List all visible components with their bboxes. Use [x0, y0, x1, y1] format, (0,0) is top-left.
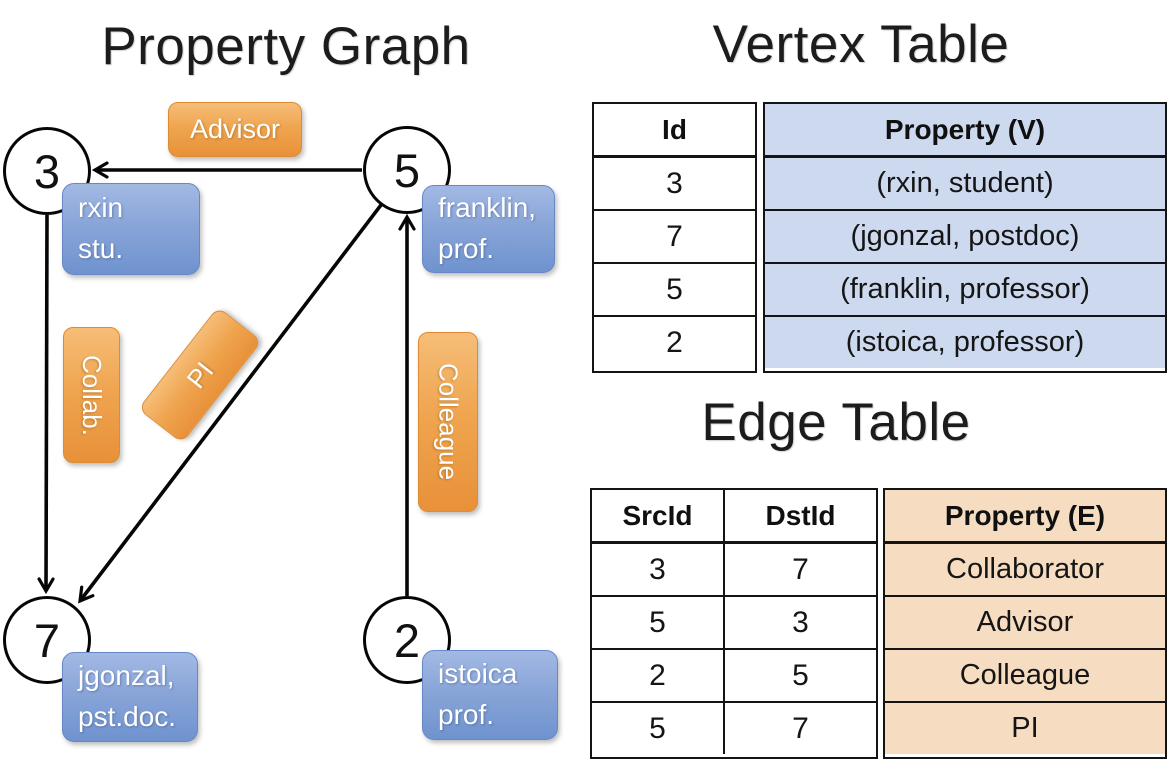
- node-id: 2: [393, 613, 421, 667]
- edge-table-cell: 3: [649, 552, 666, 586]
- edge-table-title: Edge Table: [701, 393, 971, 452]
- vertex-label-jgonzal: jgonzal, pst.doc.: [62, 652, 198, 742]
- graph-edges-layer: [37, 161, 416, 604]
- vertex-label-line: istoica: [438, 658, 518, 690]
- vertex-table-cell: 2: [594, 315, 755, 368]
- vertex-table-id-column: Id 3 7 5 2: [592, 102, 757, 373]
- edge-table-cell: Colleague: [885, 648, 1165, 701]
- edge-table-header-row: SrcId DstId: [592, 490, 876, 544]
- edge-table-cell: 5: [649, 605, 666, 639]
- edge-table-cell: Collaborator: [885, 544, 1165, 595]
- edge-table-header-property: Property (E): [885, 490, 1165, 544]
- vertex-label-line: pst.doc.: [78, 701, 177, 732]
- vertex-table-title: Vertex Table: [712, 15, 1010, 74]
- edge-table-cell: 7: [723, 703, 876, 754]
- vertex-label-line: stu.: [78, 233, 124, 264]
- vertex-label-line: prof.: [438, 233, 495, 264]
- graph-node-5: 5: [363, 126, 451, 214]
- edge-table-row: 5 3: [592, 595, 876, 648]
- graph-node-2: 2: [363, 596, 451, 684]
- edge-table-row: 2 5: [592, 648, 876, 701]
- vertex-table-cell: (franklin, professor): [765, 262, 1165, 315]
- edge-table-cell: 5: [723, 650, 876, 701]
- edge-label-colleague: Colleague: [418, 332, 478, 512]
- vertex-label-rxin: rxin stu.: [62, 183, 200, 275]
- edge-table-cell: PI: [885, 701, 1165, 754]
- vertex-table-cell: 3: [666, 166, 683, 200]
- edge-pi-line-5-to-7: [78, 203, 383, 604]
- edge-table-row: 5 7: [592, 701, 876, 754]
- vertex-label-line: rxin: [78, 192, 124, 224]
- edge-label-collab: Collab.: [63, 327, 120, 463]
- edge-table-header-dstid: DstId: [723, 490, 876, 541]
- vertex-table-cell: (jgonzal, postdoc): [765, 209, 1165, 262]
- vertex-label-istoica: istoica prof.: [422, 650, 558, 740]
- vertex-label-line: jgonzal,: [78, 660, 175, 692]
- property-graph-title: Property Graph: [101, 17, 471, 76]
- vertex-table-cell: (istoica, professor): [765, 315, 1165, 368]
- edge-table-header-srcid: SrcId: [622, 499, 693, 531]
- edge-table-cell: 2: [649, 658, 666, 692]
- edge-table-row: 3 7: [592, 544, 876, 595]
- edge-table-property-column: Property (E) Collaborator Advisor Collea…: [883, 488, 1167, 759]
- vertex-table-property-column: Property (V) (rxin, student) (jgonzal, p…: [763, 102, 1167, 373]
- edge-table-cell: 7: [723, 544, 876, 595]
- vertex-label-franklin: franklin, prof.: [422, 185, 555, 273]
- vertex-table-cell: 7: [594, 209, 755, 262]
- vertex-table-cell: 5: [594, 262, 755, 315]
- edge-table-cell: 5: [649, 711, 666, 745]
- edge-label-advisor: Advisor: [168, 102, 302, 157]
- node-id: 5: [393, 143, 421, 197]
- edge-table-cell: Advisor: [885, 595, 1165, 648]
- node-id: 3: [33, 144, 61, 198]
- vertex-label-line: prof.: [438, 699, 495, 730]
- vertex-table-cell: (rxin, student): [765, 158, 1165, 209]
- edge-table-cell: 3: [723, 597, 876, 648]
- vertex-table-header-property: Property (V): [765, 104, 1165, 158]
- vertex-table-header-id: Id: [594, 104, 755, 158]
- vertex-label-line: franklin,: [438, 192, 537, 224]
- node-id: 7: [33, 613, 61, 667]
- edge-table-id-columns: SrcId DstId 3 7 5 3 2 5 5 7: [590, 488, 878, 759]
- edge-collab-line-3-to-7: [37, 214, 55, 595]
